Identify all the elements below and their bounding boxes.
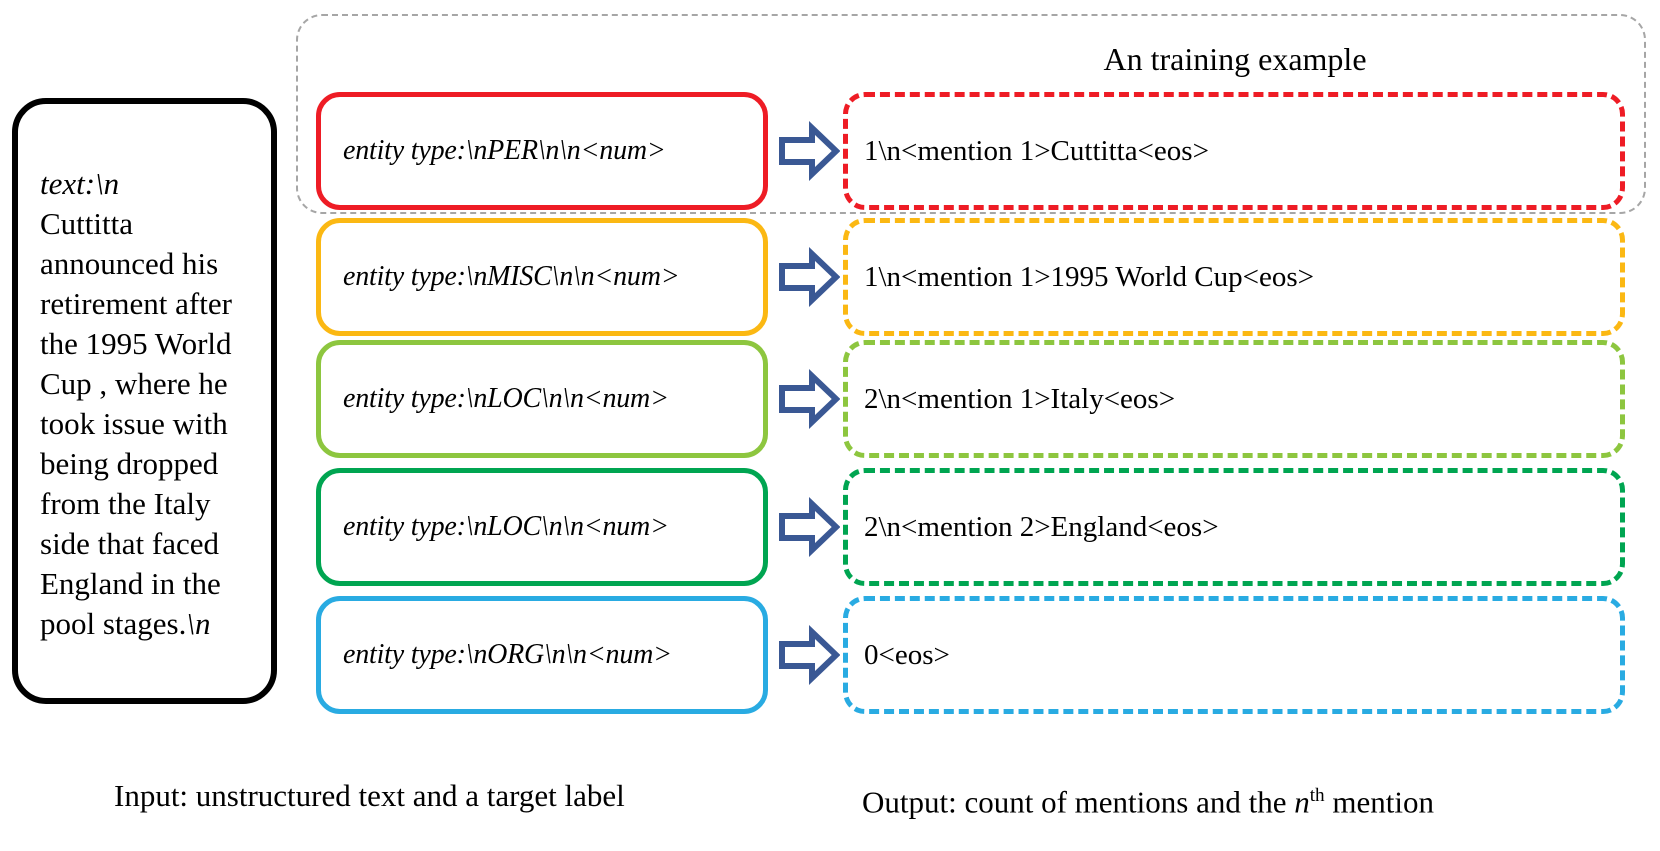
- training-example-title: An training example: [1103, 41, 1367, 77]
- output-box-3[interactable]: 2\n<mention 2>England<eos>: [843, 468, 1625, 586]
- caption-output: Output: count of mentions and the nth me…: [862, 778, 1434, 820]
- example-row: entity type:\nORG\n\n<num> 0<eos>: [0, 596, 1660, 714]
- caption-input: Input: unstructured text and a target la…: [114, 778, 625, 813]
- caption-output-before: Output: count of mentions and the: [862, 784, 1295, 820]
- output-box-1[interactable]: 1\n<mention 1>1995 World Cup<eos>: [843, 218, 1625, 336]
- prompt-text: entity type:\nPER\n\n<num>: [343, 135, 666, 166]
- example-row: entity type:\nMISC\n\n<num> 1\n<mention 1…: [0, 218, 1660, 336]
- caption-output-n: n: [1294, 784, 1310, 820]
- prompt-box-per-0[interactable]: entity type:\nPER\n\n<num>: [316, 92, 768, 210]
- prompt-text: entity type:\nLOC\n\n<num>: [343, 383, 669, 414]
- right-block-arrow-icon: [778, 368, 840, 430]
- input-text-label: text:\n: [40, 166, 120, 201]
- prompt-box-misc-1[interactable]: entity type:\nMISC\n\n<num>: [316, 218, 768, 336]
- prompt-box-loc-3[interactable]: entity type:\nLOC\n\n<num>: [316, 468, 768, 586]
- output-text: 1\n<mention 1>Cuttitta<eos>: [864, 134, 1209, 167]
- input-text-content: text:\n Cuttitta announced his retiremen…: [40, 164, 255, 644]
- output-text: 0<eos>: [864, 638, 950, 671]
- output-text: 2\n<mention 1>Italy<eos>: [864, 382, 1176, 415]
- caption-output-after: mention: [1324, 784, 1435, 820]
- output-box-2[interactable]: 2\n<mention 1>Italy<eos>: [843, 340, 1625, 458]
- input-text-panel: text:\n Cuttitta announced his retiremen…: [12, 98, 277, 704]
- example-row: entity type:\nLOC\n\n<num> 2\n<mention 2>…: [0, 468, 1660, 586]
- output-box-4[interactable]: 0<eos>: [843, 596, 1625, 714]
- output-text: 2\n<mention 2>England<eos>: [864, 510, 1219, 543]
- prompt-box-loc-2[interactable]: entity type:\nLOC\n\n<num>: [316, 340, 768, 458]
- prompt-text: entity type:\nORG\n\n<num>: [343, 639, 672, 670]
- example-row: entity type:\nPER\n\n<num> 1\n<mention 1>…: [0, 92, 1660, 210]
- right-block-arrow-icon: [778, 496, 840, 558]
- caption-output-sup: th: [1309, 785, 1325, 806]
- right-block-arrow-icon: [778, 120, 840, 182]
- training-example-highlight: [296, 14, 1646, 214]
- prompt-text: entity type:\nMISC\n\n<num>: [343, 261, 680, 292]
- right-block-arrow-icon: [778, 246, 840, 308]
- right-block-arrow-icon: [778, 624, 840, 686]
- input-text-suffix: \n: [186, 606, 211, 641]
- prompt-box-org-4[interactable]: entity type:\nORG\n\n<num>: [316, 596, 768, 714]
- example-row: entity type:\nLOC\n\n<num> 2\n<mention 1>…: [0, 340, 1660, 458]
- output-text: 1\n<mention 1>1995 World Cup<eos>: [864, 260, 1315, 293]
- output-box-0[interactable]: 1\n<mention 1>Cuttitta<eos>: [843, 92, 1625, 210]
- input-text-body: Cuttitta announced his retirement after …: [40, 206, 232, 641]
- prompt-text: entity type:\nLOC\n\n<num>: [343, 511, 669, 542]
